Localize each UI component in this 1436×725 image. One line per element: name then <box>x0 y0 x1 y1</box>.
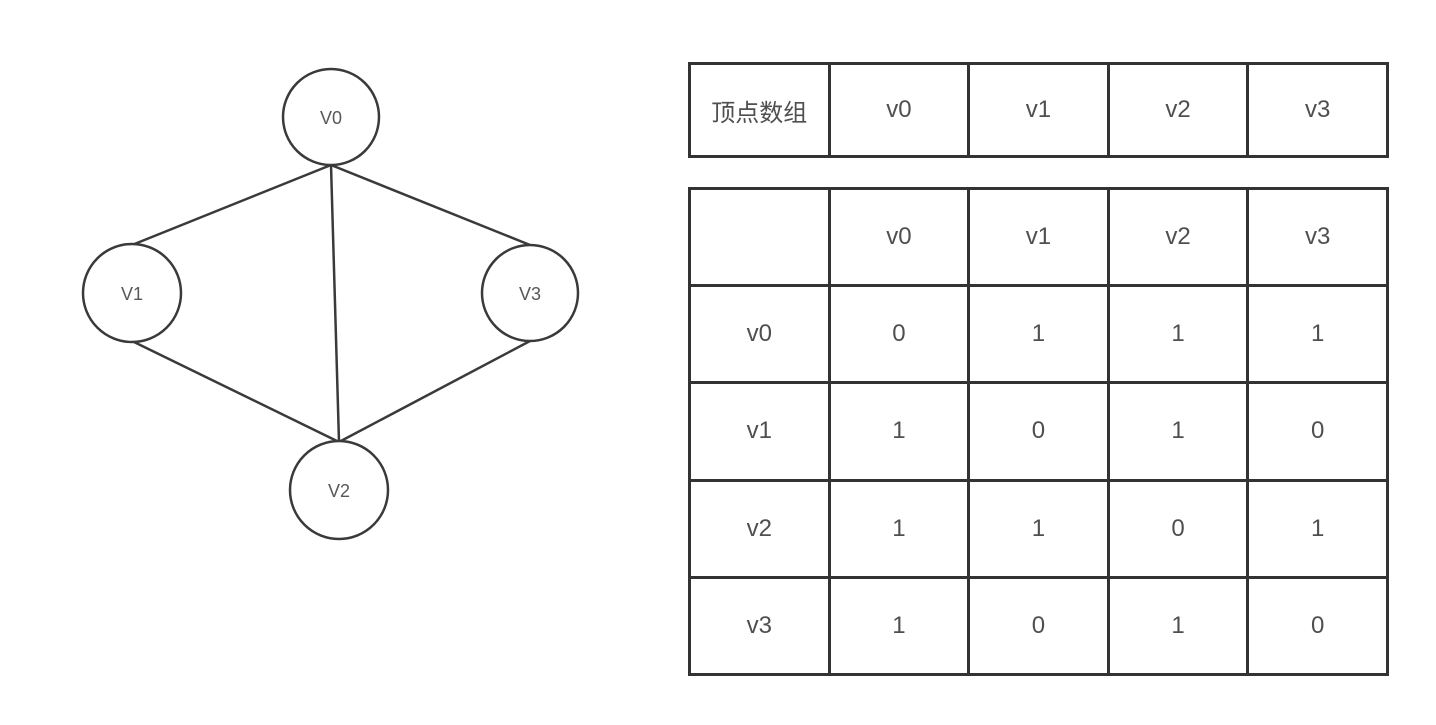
matrix-cell: 1 <box>967 478 1110 579</box>
vertex-cell-v2: v2 <box>1106 62 1250 158</box>
matrix-cell: 1 <box>1106 381 1250 482</box>
graph-node-v1 <box>81 242 183 344</box>
matrix-cell: 1 <box>1106 284 1250 385</box>
graph-edge-v0-v1 <box>130 163 333 247</box>
graph-edge-v3-v2 <box>337 339 532 444</box>
matrix-cell: 0 <box>827 284 971 385</box>
matrix-cell: 1 <box>967 284 1110 385</box>
vertex-cell-v0: v0 <box>827 62 971 158</box>
vertex-cell-v1: v1 <box>967 62 1110 158</box>
vertex-array-table: 顶点数组 v0 v1 v2 v3 <box>688 62 1389 158</box>
matrix-cell: 0 <box>967 381 1110 482</box>
matrix-col-header-v0: v0 <box>827 186 971 288</box>
graph-edge-v0-v3 <box>329 163 532 247</box>
matrix-row-header-v3: v3 <box>688 575 831 677</box>
matrix-cell: 1 <box>1106 575 1250 677</box>
matrix-row-v1: v1 1 0 1 0 <box>688 381 1389 482</box>
vertex-cell-v3: v3 <box>1246 62 1389 158</box>
table-row: 顶点数组 v0 v1 v2 v3 <box>688 62 1389 158</box>
matrix-row-header-v2: v2 <box>688 478 831 579</box>
matrix-cell: 0 <box>1246 381 1389 482</box>
matrix-row-header-v0: v0 <box>688 284 831 385</box>
matrix-col-header-v1: v1 <box>967 186 1110 288</box>
matrix-col-header-v3: v3 <box>1246 186 1389 288</box>
graph-node-v2-label: V2 <box>328 481 350 501</box>
vertex-table-title-cell: 顶点数组 <box>688 62 831 158</box>
matrix-cell: 1 <box>1246 284 1389 385</box>
graph-node-v0-label: V0 <box>320 108 342 128</box>
graph-edge-v1-v2 <box>130 339 341 444</box>
graph-node-v2 <box>288 439 390 541</box>
matrix-col-header-v2: v2 <box>1106 186 1250 288</box>
matrix-cell: 0 <box>1246 575 1389 677</box>
graph-node-v0 <box>281 67 381 167</box>
matrix-row-v3: v3 1 0 1 0 <box>688 575 1389 677</box>
matrix-row-v2: v2 1 1 0 1 <box>688 478 1389 579</box>
graph-node-v1-label: V1 <box>121 284 143 304</box>
matrix-cell: 0 <box>1106 478 1250 579</box>
graph-node-v3 <box>480 243 580 343</box>
matrix-row-header-v1: v1 <box>688 381 831 482</box>
matrix-cell: 1 <box>827 478 971 579</box>
matrix-cell: 0 <box>967 575 1110 677</box>
matrix-cell: 1 <box>1246 478 1389 579</box>
matrix-cell: 1 <box>827 575 971 677</box>
graph-edge-v0-v2 <box>329 163 341 444</box>
matrix-cell: 1 <box>827 381 971 482</box>
matrix-corner-cell <box>688 186 831 288</box>
matrix-row-v0: v0 0 1 1 1 <box>688 284 1389 385</box>
adjacency-matrix-table: v0 v1 v2 v3 v0 0 1 1 1 v1 1 0 1 0 v2 1 <box>688 186 1389 677</box>
graph-diagram: V0 V1 V3 V2 <box>81 67 580 541</box>
matrix-header-row: v0 v1 v2 v3 <box>688 186 1389 288</box>
graph-node-v3-label: V3 <box>519 284 541 304</box>
